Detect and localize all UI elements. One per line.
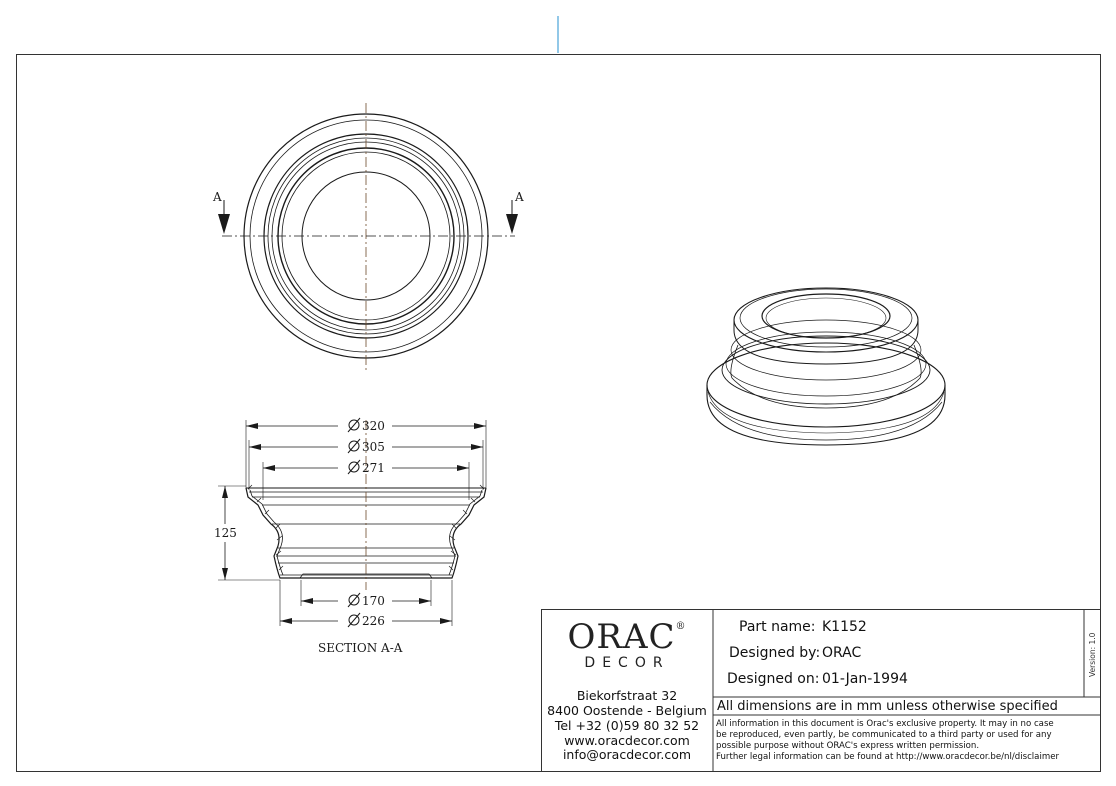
disclaimer-line-1: All information in this document is Orac… (716, 719, 1054, 729)
logo-subtitle: DECOR (584, 655, 670, 671)
dim-d271: 271 (362, 461, 385, 475)
title-block: ORAC® DECOR Biekorfstraat 32 8400 Oosten… (541, 609, 1101, 772)
logo-wordmark: ORAC (567, 617, 676, 657)
dim-d305: 305 (362, 440, 385, 454)
address-tel: Tel +32 (0)59 80 32 52 (554, 718, 700, 733)
address-email: info@oracdecor.com (562, 747, 692, 762)
disclaimer-line-4: Further legal information can be found a… (716, 752, 1060, 762)
version-label: Version: 1.0 (1088, 632, 1097, 677)
designed-on-value: 01-Jan-1994 (822, 671, 908, 687)
part-name-label: Part name: (739, 619, 816, 635)
part-name-value: K1152 (822, 619, 867, 635)
top-view (218, 103, 518, 370)
dimension-labels (347, 417, 361, 628)
disclaimer-line-2: be reproduced, even partly, be communica… (716, 730, 1052, 740)
section-caption: SECTION A-A (318, 641, 403, 655)
section-view (218, 420, 487, 626)
address-street: Biekorfstraat 32 (576, 688, 678, 703)
dim-height: 125 (214, 526, 237, 540)
designed-on-label: Designed on: (727, 671, 820, 687)
designed-by-value: ORAC (822, 645, 862, 661)
disclaimer-line-3: possible purpose without ORAC's express … (716, 741, 980, 751)
dim-d320: 320 (362, 419, 385, 433)
section-marker-right: A (514, 190, 524, 204)
address-web: www.oracdecor.com (564, 733, 690, 748)
dim-d226: 226 (362, 614, 385, 628)
dimensions-note: All dimensions are in mm unless otherwis… (717, 699, 1058, 714)
registered-mark: ® (675, 621, 687, 632)
isometric-view (706, 287, 946, 446)
section-marker-left: A (212, 190, 222, 204)
dim-d170: 170 (362, 594, 385, 608)
address-city: 8400 Oostende - Belgium (547, 703, 707, 718)
designed-by-label: Designed by: (729, 645, 821, 661)
